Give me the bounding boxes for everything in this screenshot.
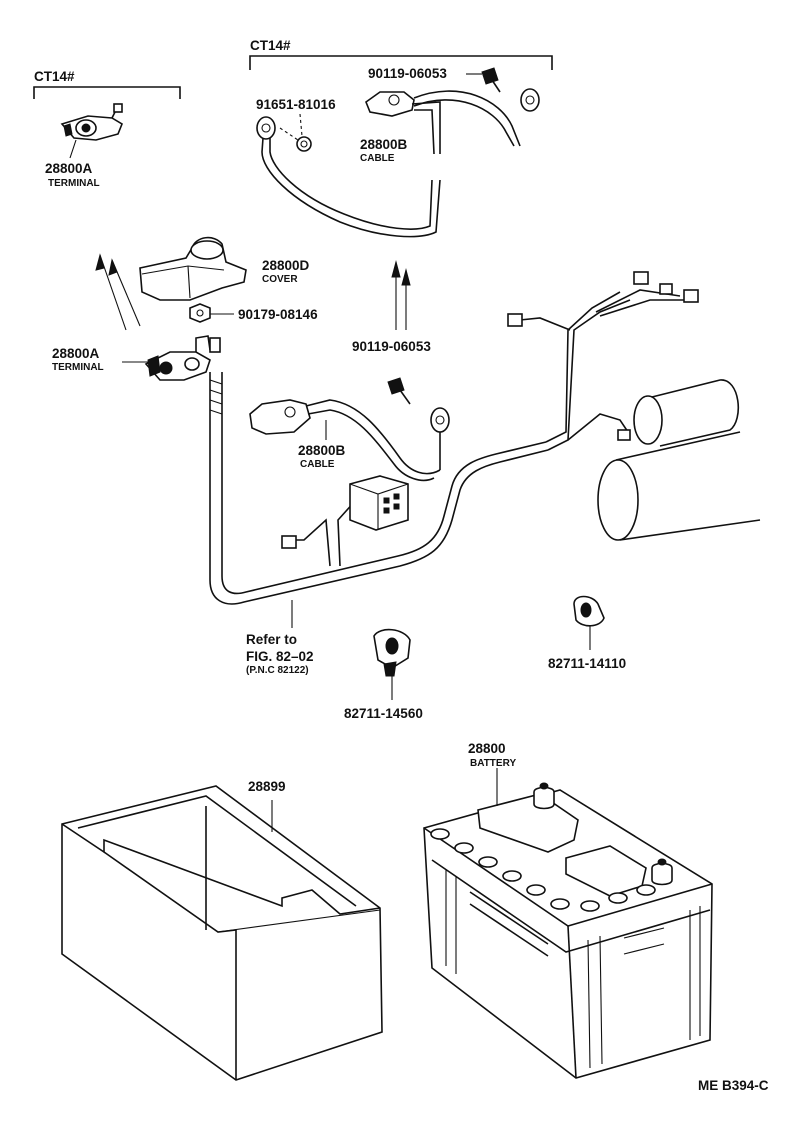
cable-28800b-mid-drawing xyxy=(249,399,450,482)
cable-28800b-top-number: 28800B xyxy=(360,137,408,152)
terminal-28800a-mid-drawing xyxy=(144,335,221,381)
battery-name: BATTERY xyxy=(470,758,516,769)
bolt-90119-top-number: 90119-06053 xyxy=(368,66,447,81)
terminal-28800a-top-number: 28800A xyxy=(45,161,93,176)
ct14-left-label: CT14# xyxy=(34,69,75,84)
battery-drawing xyxy=(423,782,713,1079)
battery-tray-number: 28899 xyxy=(248,779,286,794)
ct14-top-bracket: CT14# xyxy=(249,38,553,70)
reference-line3: (P.N.C 82122) xyxy=(246,665,309,676)
clamp-82711-14560-drawing xyxy=(373,628,411,700)
drawing-code: ME B394-C xyxy=(698,1078,769,1093)
cable-28800b-mid-name: CABLE xyxy=(300,459,335,470)
main-cable-drawing xyxy=(209,271,699,605)
battery-tray-drawing xyxy=(61,785,383,1081)
clamp-82711-14110-number: 82711-14110 xyxy=(548,656,626,671)
cable-28800b-top-name: CABLE xyxy=(360,153,395,164)
cable-28800b-top-drawing xyxy=(256,88,540,238)
nut-90179-drawing xyxy=(189,303,234,323)
nut-91651-number: 91651-81016 xyxy=(256,97,336,112)
reference-line2: FIG. 82–02 xyxy=(246,649,314,664)
cover-28800d-number: 28800D xyxy=(262,258,310,273)
cover-28800d-name: COVER xyxy=(262,274,298,285)
ct14-left-bracket: CT14# xyxy=(33,69,181,99)
terminal-28800a-mid-number: 28800A xyxy=(52,346,100,361)
battery-number: 28800 xyxy=(468,741,506,756)
assembly-arrows xyxy=(95,253,411,331)
terminal-28800a-mid-name: TERMINAL xyxy=(52,362,104,373)
bolt-90119-top-drawing xyxy=(466,67,501,93)
nut-91651-drawing xyxy=(279,113,312,152)
nut-90179-number: 90179-08146 xyxy=(238,307,318,322)
clamp-82711-14560-number: 82711-14560 xyxy=(344,706,423,721)
starter-cylinders-drawing xyxy=(597,379,761,541)
bolt-90119-mid-number: 90119-06053 xyxy=(352,339,431,354)
reference-line1: Refer to xyxy=(246,632,297,647)
cover-28800d-drawing xyxy=(139,236,247,301)
terminal-28800a-top-drawing xyxy=(60,103,123,141)
bolt-90119-mid-drawing xyxy=(387,377,411,405)
clamp-82711-14110-drawing xyxy=(573,595,605,650)
terminal-28800a-top-name: TERMINAL xyxy=(48,178,100,189)
ct14-top-label: CT14# xyxy=(250,38,291,53)
cable-28800b-mid-number: 28800B xyxy=(298,443,346,458)
